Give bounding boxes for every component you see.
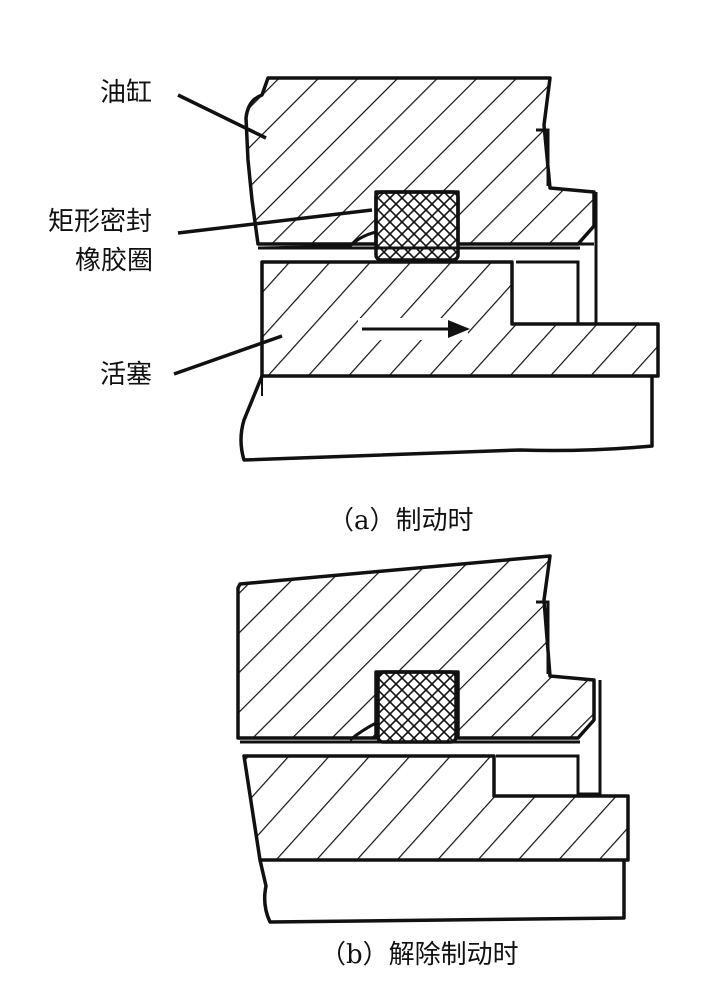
- seal-lip-a: [261, 230, 377, 250]
- rubber-seal-b: [376, 670, 458, 744]
- rubber-seal-a: [374, 190, 460, 262]
- cylinder-groove-b: [536, 600, 550, 674]
- cylinder-groove-a: [536, 128, 550, 186]
- caption-b: （b）解除制动时: [320, 940, 519, 970]
- caption-a: （a）制动时: [328, 506, 474, 536]
- shaft-a: [239, 375, 654, 462]
- figure-b: [236, 554, 630, 924]
- housing-step-b: [496, 680, 602, 796]
- cylinder-body-b: [236, 554, 596, 740]
- label-piston: 活塞: [100, 360, 153, 390]
- cylinder-body-a: [244, 76, 596, 246]
- label-seal-line2: 橡胶圈: [75, 246, 154, 276]
- label-cylinder: 油缸: [100, 78, 153, 108]
- piston-body-b: [242, 754, 630, 862]
- figure-a: [173, 76, 660, 462]
- label-seal-line1: 矩形密封: [48, 207, 153, 237]
- shaft-b: [258, 859, 626, 924]
